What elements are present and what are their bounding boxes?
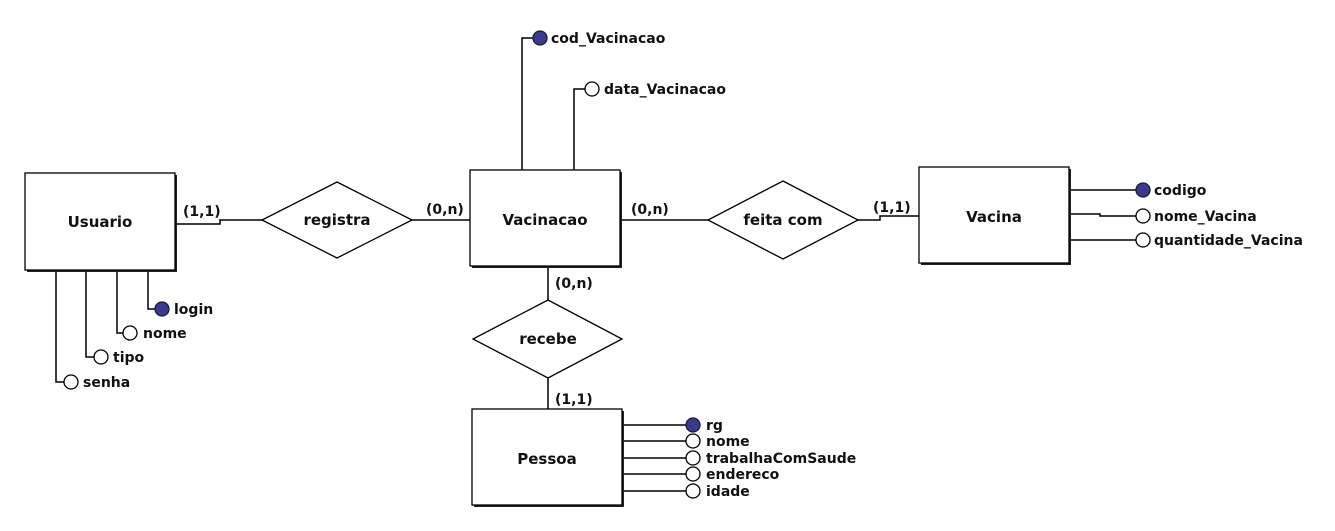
- attribute-nome-vacina[interactable]: nome_Vacina: [1135, 208, 1257, 225]
- login-line: [147, 270, 155, 310]
- key-attribute-icon: [154, 301, 170, 317]
- tipo-line: [85, 270, 94, 358]
- attribute-icon: [584, 81, 600, 97]
- relationship-recebe[interactable]: recebe: [471, 299, 624, 379]
- attribute-nome-vacina-label: nome_Vacina: [1154, 209, 1257, 225]
- attribute-usuario-nome[interactable]: nome: [122, 325, 187, 342]
- entity-vacinacao-label: Vacinacao: [502, 211, 587, 229]
- key-attribute-icon: [1135, 182, 1151, 198]
- entity-vacinacao[interactable]: Vacinacao: [469, 169, 622, 268]
- usuario-registra-line: [176, 219, 262, 225]
- attribute-data-vacinacao[interactable]: data_Vacinacao: [584, 81, 726, 98]
- cardinality-vacinacao-feita-com: (0,n): [631, 202, 669, 218]
- relationship-feita-com-label: feita com: [743, 211, 822, 229]
- cardinality-vacinacao-recebe: (0,n): [555, 276, 593, 292]
- relationship-feita-com[interactable]: feita com: [706, 180, 860, 260]
- attribute-pessoa-nome[interactable]: nome: [685, 433, 750, 450]
- entity-pessoa-label: Pessoa: [517, 450, 576, 468]
- attribute-data-vacinacao-label: data_Vacinacao: [604, 82, 726, 98]
- cardinality-vacina-feita-com: (1,1): [873, 200, 911, 216]
- cod-vacinacao-line: [521, 37, 533, 170]
- attribute-tipo-label: tipo: [113, 350, 145, 366]
- entity-vacina[interactable]: Vacina: [918, 166, 1071, 265]
- attribute-senha[interactable]: senha: [63, 374, 130, 391]
- attribute-quantidade-vacina[interactable]: quantidade_Vacina: [1135, 232, 1303, 249]
- attribute-endereco-label: endereco: [706, 467, 780, 483]
- attribute-endereco[interactable]: endereco: [685, 466, 780, 483]
- nome-vacina-line: [1070, 213, 1136, 217]
- attribute-icon: [1135, 232, 1151, 248]
- attribute-cod-vacinacao-label: cod_Vacinacao: [551, 31, 666, 47]
- relationship-recebe-label: recebe: [519, 330, 577, 348]
- cardinality-vacinacao-registra: (0,n): [426, 202, 464, 218]
- attribute-usuario-nome-label: nome: [143, 326, 187, 342]
- entity-pessoa[interactable]: Pessoa: [471, 408, 624, 507]
- attribute-login[interactable]: login: [154, 301, 213, 318]
- feitacom-vacina-line: [858, 215, 919, 221]
- cardinalities: (1,1) (0,n) (0,n) (1,1) (0,n) (1,1): [183, 200, 911, 408]
- attribute-cod-vacinacao[interactable]: cod_Vacinacao: [532, 30, 666, 47]
- attribute-codigo-label: codigo: [1154, 183, 1207, 199]
- connector-lines: [55, 37, 1136, 492]
- key-attribute-icon: [532, 30, 548, 46]
- attribute-icon: [685, 450, 701, 466]
- attribute-idade-label: idade: [706, 484, 750, 500]
- attribute-icon: [63, 374, 79, 390]
- attribute-trabalhacomsaude[interactable]: trabalhaComSaude: [685, 450, 856, 467]
- entity-usuario-label: Usuario: [68, 213, 133, 231]
- attribute-rg-label: rg: [706, 418, 723, 434]
- attribute-trabalhacomsaude-label: trabalhaComSaude: [706, 451, 856, 467]
- relationship-registra[interactable]: registra: [260, 181, 414, 259]
- attribute-icon: [685, 483, 701, 499]
- attribute-quantidade-vacina-label: quantidade_Vacina: [1154, 233, 1303, 249]
- attribute-icon: [685, 466, 701, 482]
- key-attribute-icon: [685, 417, 701, 433]
- attribute-rg[interactable]: rg: [685, 417, 723, 434]
- attribute-icon: [1135, 208, 1151, 224]
- cardinality-pessoa-recebe: (1,1): [555, 392, 593, 408]
- attribute-idade[interactable]: idade: [685, 483, 750, 500]
- attribute-login-label: login: [174, 302, 213, 318]
- attribute-pessoa-nome-label: nome: [706, 434, 750, 450]
- cardinality-usuario-registra: (1,1): [183, 204, 221, 220]
- entity-vacina-label: Vacina: [966, 208, 1022, 226]
- entity-usuario[interactable]: Usuario: [24, 172, 177, 272]
- attribute-icon: [685, 433, 701, 449]
- data-vacinacao-line: [573, 88, 585, 170]
- attribute-tipo[interactable]: tipo: [93, 349, 145, 366]
- senha-line: [55, 270, 64, 383]
- attribute-codigo[interactable]: codigo: [1135, 182, 1207, 199]
- usuario-nome-line: [116, 270, 123, 334]
- attribute-icon: [93, 349, 109, 365]
- relationship-registra-label: registra: [303, 211, 370, 229]
- attribute-icon: [122, 325, 138, 341]
- attribute-senha-label: senha: [83, 375, 130, 391]
